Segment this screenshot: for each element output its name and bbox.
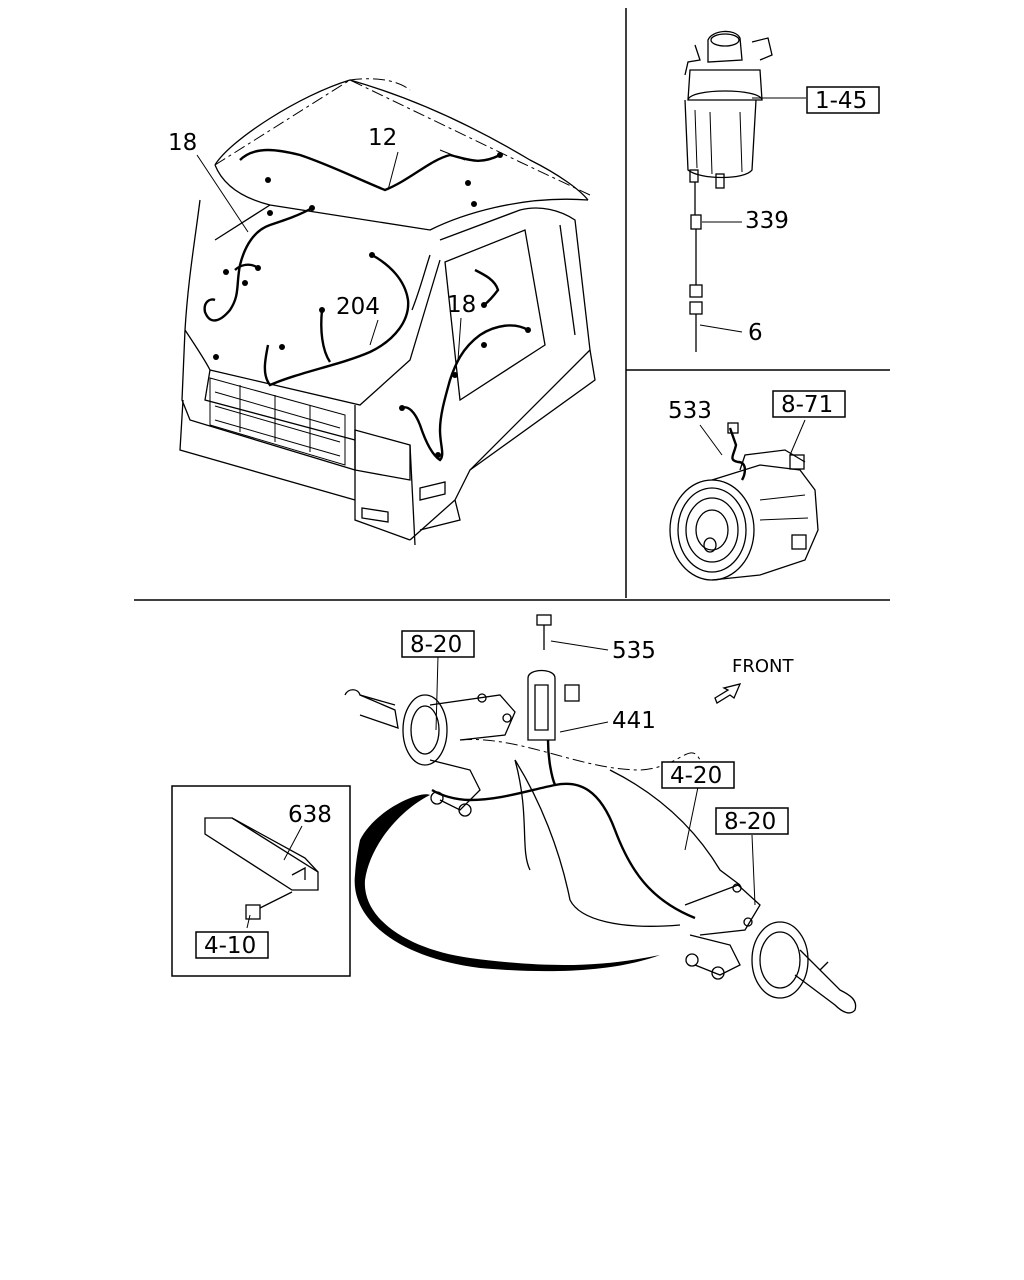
callout-4-20: 4-20 [670, 763, 722, 789]
callout-204: 204 [336, 294, 380, 320]
callout-box-1-45 [806, 86, 880, 114]
callout-8-20-left: 8-20 [410, 632, 462, 658]
callout-box-8-20-right [715, 807, 789, 835]
callout-638: 638 [288, 802, 332, 828]
front-label: FRONT [732, 656, 794, 677]
callout-535: 535 [612, 638, 656, 664]
ac-compressor-illustration [669, 419, 819, 581]
callout-4-10: 4-10 [204, 933, 256, 959]
callout-labels: 18 12 204 18 1-45 339 6 533 8-71 8-20 53… [168, 86, 880, 959]
callout-8-71: 8-71 [781, 392, 833, 418]
callout-441: 441 [612, 708, 656, 734]
callout-box-4-10 [195, 931, 269, 959]
inset-bracket-detail [171, 785, 351, 977]
callout-box-8-20-left [401, 630, 475, 658]
callout-8-20-right: 8-20 [724, 809, 776, 835]
callout-6: 6 [748, 320, 763, 346]
callout-533: 533 [668, 398, 712, 424]
callout-18-left: 18 [168, 130, 197, 156]
callout-box-8-71 [772, 390, 846, 418]
callout-12: 12 [368, 125, 397, 151]
fuel-filter-illustration [684, 30, 806, 352]
callout-339: 339 [745, 208, 789, 234]
callout-box-4-20 [661, 761, 735, 789]
panel-dividers [134, 8, 890, 601]
truck-cab-illustration [179, 78, 596, 546]
callout-1-45: 1-45 [815, 88, 867, 114]
callout-18-right: 18 [447, 292, 476, 318]
rear-axle-illustration [344, 614, 857, 1014]
